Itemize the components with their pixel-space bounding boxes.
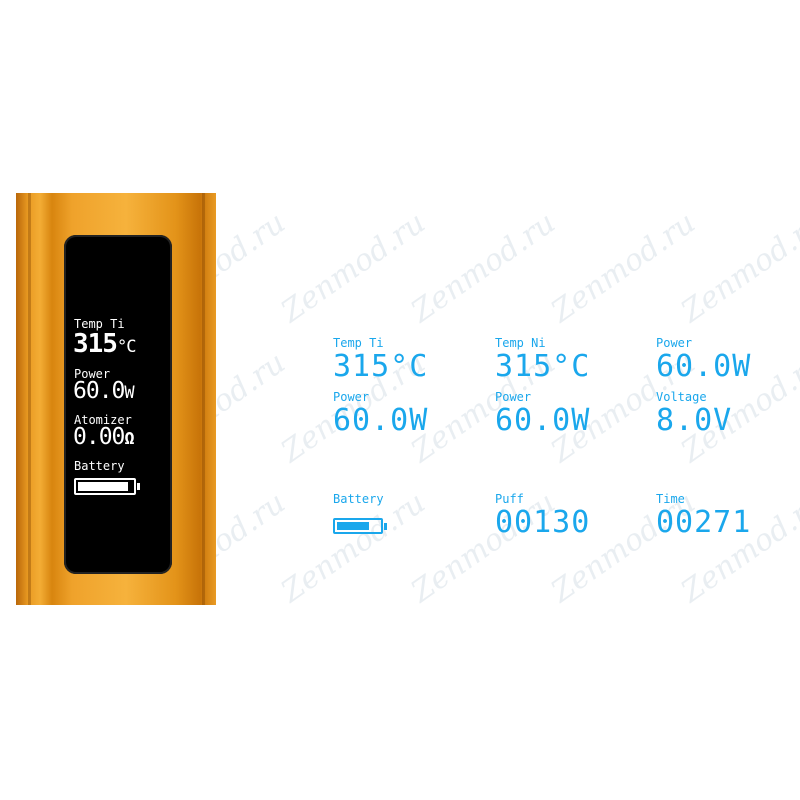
device-body: Temp Ti 315°C Power 60.0W Atomizer 0.00Ω… xyxy=(16,193,216,605)
readout-label: Temp Ni xyxy=(495,336,546,350)
screen-ohm-unit: Ω xyxy=(124,429,134,449)
readout-value: 00130 xyxy=(495,505,591,540)
readout-power: Power 60.0W xyxy=(495,390,590,438)
screen-battery-icon xyxy=(74,478,140,495)
readout-value: 8.0V xyxy=(656,403,733,438)
screen-power-readout: 60.0W xyxy=(73,378,135,404)
device-screen: Temp Ti 315°C Power 60.0W Atomizer 0.00Ω… xyxy=(64,235,172,574)
readout-puff: Puff 00130 xyxy=(495,492,590,540)
readout-battery: Battery xyxy=(333,492,384,506)
screen-power-unit: W xyxy=(124,383,134,403)
readout-label: Puff xyxy=(495,492,524,506)
watermark: Zenmod.ru xyxy=(675,205,800,330)
readout-voltage: Voltage 8.0V xyxy=(656,390,732,438)
screen-battery-fill xyxy=(78,482,128,491)
screen-temp-unit: °C xyxy=(116,337,137,357)
screen-atomizer-value: 0.00 xyxy=(73,424,125,450)
watermark: Zenmod.ru xyxy=(545,205,702,330)
readout-label: Battery xyxy=(333,492,384,506)
readout-label: Power xyxy=(495,390,532,404)
readout-label: Voltage xyxy=(656,390,707,404)
screen-temp-label: Temp Ti xyxy=(74,317,125,331)
readout-value: 315°C xyxy=(495,349,591,384)
readout-value: 60.0W xyxy=(656,349,752,384)
readout-power: Power 60.0W xyxy=(656,336,751,384)
screen-power-value: 60.0 xyxy=(73,378,125,404)
watermark: Zenmod.ru xyxy=(275,205,432,330)
battery-fill xyxy=(337,522,369,530)
readout-time: Time 00271 xyxy=(656,492,751,540)
readout-value: 00271 xyxy=(656,505,752,540)
readout-power: Power 60.0W xyxy=(333,390,428,438)
readout-value: 315°C xyxy=(333,349,429,384)
readout-label: Temp Ti xyxy=(333,336,384,350)
screen-temp-readout: 315°C xyxy=(73,329,137,359)
screen-temp-value: 315 xyxy=(73,329,118,359)
device-groove xyxy=(202,193,205,605)
readout-value: 60.0W xyxy=(495,403,591,438)
battery-icon xyxy=(333,518,387,534)
screen-atomizer-label: Atomizer xyxy=(74,413,132,427)
readout-temp-ni: Temp Ni 315°C xyxy=(495,336,590,384)
readout-temp-ti: Temp Ti 315°C xyxy=(333,336,428,384)
screen-atomizer-readout: 0.00Ω xyxy=(73,424,135,450)
screen-battery-label: Battery xyxy=(74,459,125,473)
readout-label: Power xyxy=(333,390,370,404)
screen-power-label: Power xyxy=(74,367,111,381)
device-groove xyxy=(28,193,31,605)
readout-label: Power xyxy=(656,336,693,350)
watermark: Zenmod.ru xyxy=(405,205,562,330)
readout-value: 60.0W xyxy=(333,403,429,438)
readout-label: Time xyxy=(656,492,685,506)
